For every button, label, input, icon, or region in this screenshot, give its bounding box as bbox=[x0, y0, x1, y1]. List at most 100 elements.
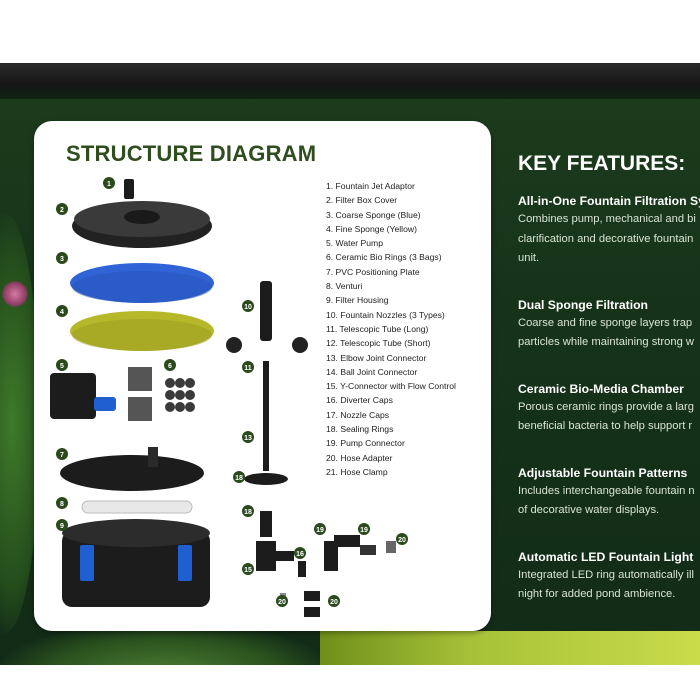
part-item: 17. Nozzle Caps bbox=[326, 409, 390, 420]
telescopic-tube-long bbox=[263, 361, 269, 471]
filter-housing-rim bbox=[62, 519, 210, 547]
ceramic-bio-rings bbox=[128, 367, 195, 421]
part-item: 20. Hose Adapter bbox=[326, 452, 393, 463]
feature-line: Porous ceramic rings provide a larg bbox=[518, 400, 694, 413]
feature-title: Automatic LED Fountain Light bbox=[518, 549, 694, 564]
svg-text:8: 8 bbox=[60, 501, 64, 508]
fountain-jet-adaptor bbox=[124, 179, 134, 199]
feature-line: beneficial bacteria to help support r bbox=[518, 420, 693, 432]
svg-text:18: 18 bbox=[235, 475, 243, 482]
feature-all-in-one: All-in-One Fountain Filtration Sy Combin… bbox=[518, 192, 700, 269]
callout-2: 2 bbox=[56, 203, 68, 215]
lime-strip bbox=[320, 631, 700, 665]
elbow-connector bbox=[324, 541, 338, 571]
feature-line: night for added pond ambience. bbox=[518, 588, 676, 600]
part-item: 13. Elbow Joint Connector bbox=[326, 352, 427, 363]
pvc-positioning-plate bbox=[60, 455, 204, 491]
callout-16: 16 bbox=[294, 547, 306, 559]
feature-line: Combines pump, mechanical and bi bbox=[518, 213, 696, 225]
callout-18a: 18 bbox=[233, 471, 245, 483]
sealing-ring-assembly bbox=[260, 511, 272, 537]
feature-line: clarification and decorative fountain bbox=[518, 232, 694, 245]
water-pump-outlet bbox=[94, 397, 116, 411]
callout-10: 10 bbox=[242, 300, 254, 312]
feature-title: Ceramic Bio-Media Chamber bbox=[518, 381, 684, 396]
coarse-sponge-blue-shade bbox=[72, 271, 212, 303]
feature-line: of decorative water displays. bbox=[518, 504, 660, 516]
callout-7: 7 bbox=[56, 448, 68, 460]
feature-line: Integrated LED ring automatically ill bbox=[518, 568, 694, 581]
svg-text:5: 5 bbox=[60, 363, 64, 370]
part-item: 10. Fountain Nozzles (3 Types) bbox=[326, 309, 445, 320]
callout-11: 11 bbox=[242, 361, 254, 373]
key-features-heading: KEY FEATURES: bbox=[518, 152, 686, 175]
part-item: 12. Telescopic Tube (Short) bbox=[326, 338, 431, 349]
parts-list: 1. Fountain Jet Adaptor 2. Filter Box Co… bbox=[326, 179, 456, 479]
box-top-edge bbox=[0, 63, 700, 99]
svg-text:19: 19 bbox=[316, 527, 324, 534]
callout-5: 5 bbox=[56, 359, 68, 371]
part-item: 9. Filter Housing bbox=[326, 295, 389, 306]
feature-line: Coarse and fine sponge layers trap bbox=[518, 316, 693, 329]
callout-3: 3 bbox=[56, 252, 68, 264]
pump-connector bbox=[360, 545, 376, 555]
callout-19b: 19 bbox=[358, 523, 370, 535]
callout-13: 13 bbox=[242, 431, 254, 443]
feature-title: All-in-One Fountain Filtration Sy bbox=[518, 194, 700, 208]
housing-clip-left bbox=[80, 545, 94, 581]
part-item: 21. Hose Clamp bbox=[326, 466, 388, 477]
svg-text:6: 6 bbox=[168, 363, 172, 370]
part-item: 19. Pump Connector bbox=[326, 438, 405, 449]
fountain-nozzle bbox=[260, 281, 272, 341]
callout-6: 6 bbox=[164, 359, 176, 371]
structure-diagram-card: STRUCTURE DIAGRAM bbox=[34, 121, 491, 631]
svg-text:20: 20 bbox=[330, 599, 338, 606]
svg-text:4: 4 bbox=[60, 309, 64, 316]
hose-adapter bbox=[386, 541, 396, 553]
part-item: 6. Ceramic Bio Rings (3 Bags) bbox=[326, 252, 442, 263]
part-item: 8. Venturi bbox=[326, 281, 363, 292]
housing-clip-right bbox=[178, 545, 192, 581]
venturi bbox=[81, 500, 193, 514]
svg-text:7: 7 bbox=[60, 452, 64, 459]
svg-text:9: 9 bbox=[60, 523, 64, 530]
svg-text:16: 16 bbox=[296, 551, 304, 558]
svg-text:3: 3 bbox=[60, 256, 64, 263]
callout-18b: 18 bbox=[242, 505, 254, 517]
plate-stem bbox=[148, 447, 158, 467]
svg-text:20: 20 bbox=[398, 537, 406, 544]
y-connector-branch bbox=[274, 551, 294, 561]
y-connector bbox=[256, 541, 276, 571]
hose-adapter-2 bbox=[304, 591, 320, 601]
fine-sponge-yellow-shade bbox=[72, 319, 212, 351]
feature-line: unit. bbox=[518, 252, 540, 264]
part-item: 7. PVC Positioning Plate bbox=[326, 266, 420, 277]
key-features-panel: KEY FEATURES: All-in-One Fountain Filtra… bbox=[518, 152, 700, 605]
diverter-cap bbox=[298, 561, 306, 577]
filter-box-cover-hub bbox=[124, 210, 160, 224]
feature-title: Dual Sponge Filtration bbox=[518, 297, 648, 312]
feature-dual-sponge: Dual Sponge Filtration Coarse and fine s… bbox=[518, 296, 700, 353]
part-item: 15. Y-Connector with Flow Control bbox=[326, 381, 456, 392]
callout-1: 1 bbox=[103, 177, 115, 189]
nozzle-cap-right bbox=[292, 337, 308, 353]
feature-led-light: Automatic LED Fountain Light Integrated … bbox=[518, 548, 700, 605]
svg-text:20: 20 bbox=[278, 599, 286, 606]
callout-20b: 20 bbox=[276, 595, 288, 607]
callout-15: 15 bbox=[242, 563, 254, 575]
filter-housing bbox=[62, 531, 210, 607]
diagram-title: STRUCTURE DIAGRAM bbox=[66, 141, 317, 166]
part-item: 3. Coarse Sponge (Blue) bbox=[326, 209, 421, 220]
svg-text:19: 19 bbox=[360, 527, 368, 534]
svg-text:2: 2 bbox=[60, 207, 64, 214]
part-item: 14. Ball Joint Connector bbox=[326, 366, 418, 377]
svg-text:15: 15 bbox=[244, 567, 252, 574]
feature-adjustable-patterns: Adjustable Fountain Patterns Includes in… bbox=[518, 464, 700, 521]
part-item: 1. Fountain Jet Adaptor bbox=[326, 181, 415, 191]
part-item: 4. Fine Sponge (Yellow) bbox=[326, 223, 417, 234]
svg-text:13: 13 bbox=[244, 435, 252, 442]
water-pump bbox=[50, 373, 96, 419]
svg-text:1: 1 bbox=[107, 181, 111, 188]
callout-19a: 19 bbox=[314, 523, 326, 535]
callout-20c: 20 bbox=[328, 595, 340, 607]
